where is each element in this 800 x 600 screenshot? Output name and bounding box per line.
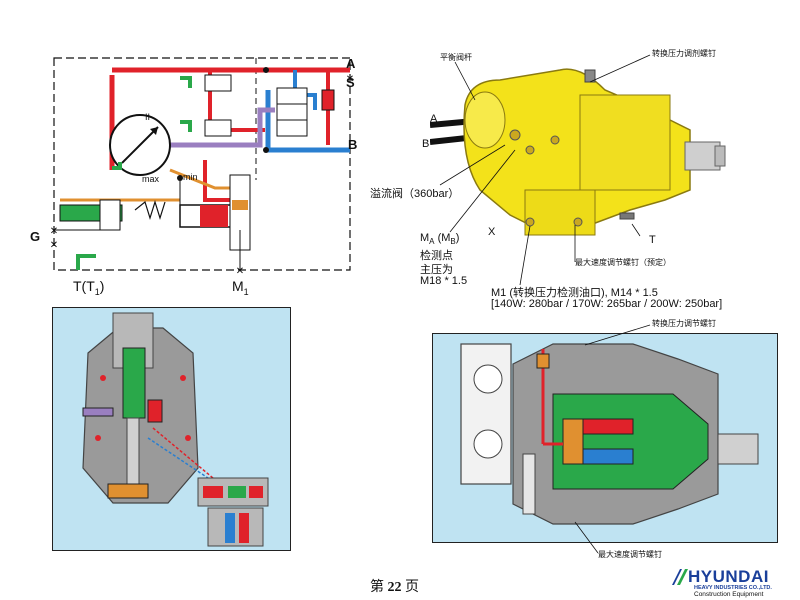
switch-pressure-screw-label: 转换压力调剂螺钉 bbox=[652, 49, 716, 58]
svg-text:✕: ✕ bbox=[50, 240, 58, 251]
ma-prefix: M bbox=[420, 232, 430, 244]
port-m-sub: 1 bbox=[243, 286, 249, 297]
section-view-svg bbox=[460, 343, 759, 525]
mb-sub: B bbox=[450, 237, 456, 247]
pump-photo bbox=[429, 50, 730, 270]
pump-port-a-label: A bbox=[430, 113, 438, 125]
check-point-label: 检测点 bbox=[420, 250, 453, 262]
balance-lever-label: 平衡阀杆 bbox=[440, 53, 472, 62]
svg-text:✕: ✕ bbox=[236, 266, 244, 277]
schematic-swash-label: II bbox=[145, 112, 151, 122]
page-number-value: 22 bbox=[387, 580, 402, 595]
port-t-sub: 1 bbox=[94, 286, 100, 297]
page-number: 第 22 页 bbox=[370, 576, 419, 596]
schematic-port-a-label: A bbox=[346, 56, 356, 71]
section-max-speed-label: 最大速度调节螺钉 bbox=[598, 550, 662, 559]
schematic-svg: ✕ ✕ ✕ ✕ bbox=[50, 57, 354, 277]
thread-spec-label: M18 * 1.5 bbox=[420, 275, 468, 287]
m1-port-label: M1 (转换压力检测油口), M14 * 1.5 bbox=[491, 287, 658, 299]
logo-sub-text: HEAVY INDUSTRIES CO.,LTD. bbox=[694, 585, 772, 591]
pressure-settings-label: [140W: 280bar / 170W: 265bar / 200W: 250… bbox=[491, 298, 723, 310]
pump-port-t-label: T bbox=[649, 234, 656, 246]
schematic-port-m-label: M1 bbox=[232, 278, 249, 297]
page-prefix: 第 bbox=[370, 580, 388, 595]
pump-port-b-label: B bbox=[422, 138, 430, 150]
hydraulic-schematic: ✕ ✕ ✕ ✕ bbox=[40, 50, 370, 300]
hyundai-logo: HYUNDAI HEAVY INDUSTRIES CO.,LTD. Constr… bbox=[672, 567, 796, 598]
ma-mb-label: MA (MB) bbox=[420, 232, 459, 246]
ma-sub: A bbox=[429, 237, 435, 247]
port-m-text: M bbox=[232, 278, 244, 294]
pump-photo-svg bbox=[429, 68, 726, 236]
ma-mid: (M bbox=[434, 232, 451, 244]
svg-text:✕: ✕ bbox=[346, 74, 354, 85]
schematic-max-label: max bbox=[142, 174, 160, 184]
schematic-port-t-label: T(T1) bbox=[73, 278, 104, 297]
port-t-text: T(T bbox=[73, 278, 95, 294]
schematic-port-b-label: B bbox=[348, 137, 358, 152]
section-switch-pressure-label: 转换压力调节螺钉 bbox=[652, 319, 716, 328]
section-view-panel bbox=[432, 333, 778, 543]
schematic-port-s-label: S bbox=[346, 75, 355, 90]
ma-close: ) bbox=[455, 232, 460, 244]
relief-valve-label: 溢流阀（360bar） bbox=[370, 188, 460, 200]
pump-leader-lines bbox=[439, 54, 651, 286]
cutaway-left-svg bbox=[82, 312, 269, 547]
svg-text:✕: ✕ bbox=[50, 226, 58, 237]
max-speed-screw-label: 最大速度调节螺钉（预定） bbox=[575, 258, 671, 267]
pump-port-x-label: X bbox=[488, 226, 496, 238]
logo-main-text: HYUNDAI bbox=[688, 567, 769, 586]
logo-mark-icon bbox=[672, 569, 688, 585]
logo-sub2-text: Construction Equipment bbox=[694, 591, 764, 598]
cutaway-panel-left bbox=[52, 307, 291, 551]
main-pressure-label: 主压为 bbox=[420, 264, 453, 276]
schematic-port-g-label: G bbox=[30, 229, 41, 244]
page-suffix: 页 bbox=[401, 580, 419, 595]
schematic-min-label: min bbox=[183, 172, 198, 182]
port-t-close: ) bbox=[99, 278, 105, 294]
